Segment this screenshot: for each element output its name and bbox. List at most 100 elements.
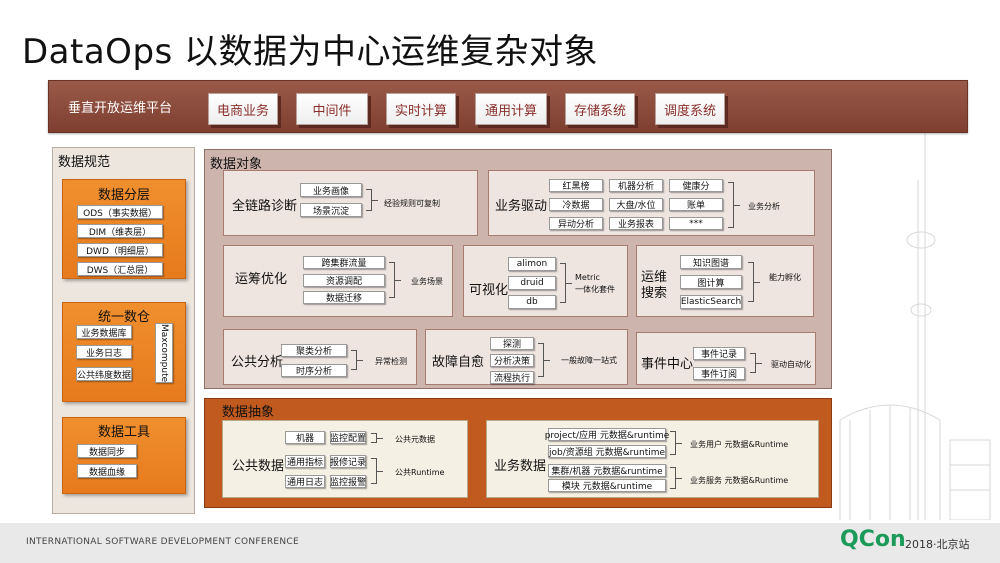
edition-label: 2018·北京站: [905, 538, 970, 551]
layer-dim: DIM（维表层）: [77, 224, 163, 238]
visual-item: alimon: [508, 257, 556, 271]
public-data-note-meta: 公共元数据: [395, 435, 435, 444]
ops-search-item: 知识图谱: [680, 255, 742, 269]
bd-item: ***: [669, 217, 723, 230]
ops-search-item: ElasticSearch: [680, 295, 742, 309]
self-heal-item: 探测: [490, 337, 534, 350]
event-center-item: 事件记录: [693, 347, 745, 360]
ops-opt-item: 数据迁移: [303, 291, 385, 304]
public-analysis-name: 公共分析: [231, 355, 284, 370]
conference-name: INTERNATIONAL SOFTWARE DEVELOPMENT CONFE…: [26, 537, 300, 547]
data-standards-title: 数据规范: [58, 155, 111, 170]
self-heal-item: 流程执行: [490, 371, 534, 384]
data-objects-title: 数据对象: [210, 157, 263, 172]
business-data-note-service: 业务服务 元数据&Runtime: [690, 476, 789, 485]
self-heal-name: 故障自愈: [432, 355, 485, 370]
bd-item: 冷数据: [549, 198, 603, 211]
footer-bar: [0, 523, 1000, 563]
public-data-item: 通用日志: [285, 475, 325, 488]
visual-brace: [560, 263, 572, 303]
business-data-item: 模块 元数据&runtime: [548, 479, 666, 492]
full-link-item: 场景沉淀: [300, 203, 362, 217]
platform-label: 垂直开放运维平台: [68, 101, 173, 116]
public-analysis-brace: [351, 350, 363, 370]
visual-item: db: [508, 295, 556, 309]
business-data-item: job/资源组 元数据&runtime: [548, 445, 666, 458]
business-driven-name: 业务驱动: [495, 199, 548, 214]
bd-item: 大盘/水位: [609, 198, 663, 211]
tab-scheduling[interactable]: 调度系统: [655, 93, 725, 125]
public-data-brace: [371, 433, 383, 443]
visual-name: 可视化: [469, 283, 509, 298]
bd-item: 账单: [669, 198, 723, 211]
public-analysis-item: 聚类分析: [281, 344, 347, 357]
public-data-brace: [371, 458, 383, 484]
bd-item: 健康分: [669, 179, 723, 192]
qcon-logo: QCon: [840, 527, 906, 552]
bd-item: 异动分析: [549, 217, 603, 230]
visual-item: druid: [508, 276, 556, 290]
bd-note: 业务分析: [748, 202, 780, 211]
self-heal-note: 一般故障一站式: [561, 356, 617, 365]
business-data-item: 集群/机器 元数据&runtime: [548, 464, 666, 477]
layer-ods: ODS（事实数据）: [77, 205, 163, 219]
public-data-item: 报修记录: [330, 455, 366, 468]
visual-note: Metric 一体化套件: [575, 273, 615, 294]
tool-lineage: 数据血缘: [77, 464, 137, 478]
layer-dws: DWS（汇总层）: [77, 262, 163, 276]
public-data-name: 公共数据: [232, 459, 285, 474]
bd-item: 机器分析: [609, 179, 663, 192]
business-data-brace: [670, 431, 682, 455]
ops-search-note: 能力孵化: [769, 273, 801, 282]
ops-search-name: 运维 搜索: [641, 270, 668, 301]
public-data-item: 通用指标: [285, 455, 325, 468]
tool-sync: 数据同步: [77, 444, 137, 458]
skyline-decoration: [839, 120, 991, 520]
public-data-note-runtime: 公共Runtime: [395, 468, 445, 477]
event-center-note: 驱动自动化: [771, 360, 811, 369]
event-center-item: 事件订阅: [693, 367, 745, 380]
ops-opt-item: 资源调配: [303, 274, 385, 287]
data-tools-title: 数据工具: [97, 425, 150, 440]
bd-brace: [728, 182, 740, 228]
ops-search-item: 图计算: [680, 275, 742, 289]
business-data-note-user: 业务用户 元数据&Runtime: [690, 440, 789, 449]
ops-opt-item: 跨集群流量: [303, 256, 385, 269]
data-layers-title: 数据分层: [97, 188, 150, 203]
event-center-brace: [750, 353, 762, 373]
full-link-item: 业务画像: [300, 183, 362, 197]
data-abstraction-title: 数据抽象: [222, 405, 275, 420]
bd-item: 红黑榜: [549, 179, 603, 192]
full-link-name: 全链路诊断: [232, 199, 298, 214]
bd-item: 业务报表: [609, 217, 663, 230]
tab-realtime[interactable]: 实时计算: [386, 93, 456, 125]
self-heal-item: 分析决策: [490, 354, 534, 367]
public-analysis-item: 时序分析: [281, 364, 347, 377]
maxcompute-box: Maxcompute: [155, 323, 173, 383]
self-heal-brace: [538, 343, 550, 377]
business-data-brace: [670, 467, 682, 489]
public-analysis-note: 异常检测: [375, 357, 407, 366]
ops-opt-note: 业务场景: [411, 277, 443, 286]
warehouse-biz-db: 业务数据库: [76, 325, 132, 339]
full-link-note: 经验规则可复制: [384, 199, 440, 208]
business-data-item: project/应用 元数据&runtime: [545, 428, 669, 441]
ops-search-brace: [748, 262, 760, 302]
warehouse-dim-data: 公共纬度数据: [76, 367, 132, 381]
warehouse-biz-log: 业务日志: [76, 345, 132, 359]
tab-storage[interactable]: 存储系统: [565, 93, 635, 125]
layer-dwd: DWD（明细层）: [77, 243, 163, 257]
ops-opt-name: 运筹优化: [235, 272, 288, 287]
tab-middleware[interactable]: 中间件: [296, 93, 368, 125]
tab-general-compute[interactable]: 通用计算: [475, 93, 547, 125]
business-data-name: 业务数据: [494, 459, 547, 474]
public-data-item: 监控报警: [330, 475, 366, 488]
page-title: DataOps 以数据为中心运维复杂对象: [22, 32, 599, 72]
public-data-item: 机器: [285, 431, 325, 444]
ops-opt-brace: [389, 262, 401, 298]
public-data-item: 监控配置: [330, 431, 366, 444]
unified-warehouse-title: 统一数仓: [97, 310, 150, 325]
full-link-brace: [366, 189, 378, 211]
event-center-name: 事件中心: [641, 357, 694, 372]
tab-ecommerce[interactable]: 电商业务: [208, 93, 278, 125]
